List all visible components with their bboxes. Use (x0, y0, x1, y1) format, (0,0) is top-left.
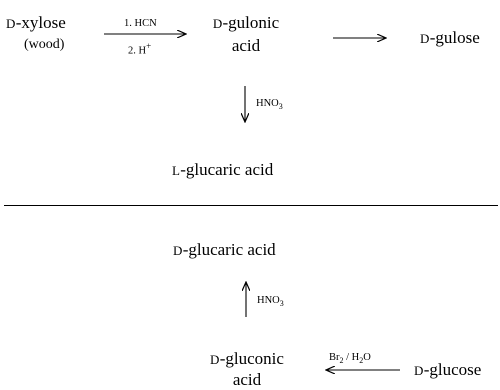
reagent-hcn: 1. HCN (124, 18, 157, 29)
compound-L-glucaric-acid: L-glucaric acid (172, 160, 274, 179)
reagent-h-plus: 2. H+ (128, 41, 152, 57)
compound-D-gulonic-acid: D-gulonic acid (212, 13, 280, 55)
compound-D-glucose: D-glucose (414, 360, 482, 379)
compound-D-xylose: D-xylose (6, 13, 66, 32)
compound-D-gluconic-acid: D-gluconic acid (210, 349, 284, 389)
reagent-hno3-up: HNO3 (257, 295, 284, 309)
reagent-br2-h2o: Br2 / H2O (329, 352, 371, 366)
compound-D-glucaric-acid: D-glucaric acid (173, 240, 276, 259)
scheme-divider (4, 205, 498, 206)
xylose-source-note: (wood) (24, 37, 65, 52)
reagent-hno3-down: HNO3 (256, 98, 283, 112)
compound-D-gulose: D-gulose (420, 28, 480, 47)
